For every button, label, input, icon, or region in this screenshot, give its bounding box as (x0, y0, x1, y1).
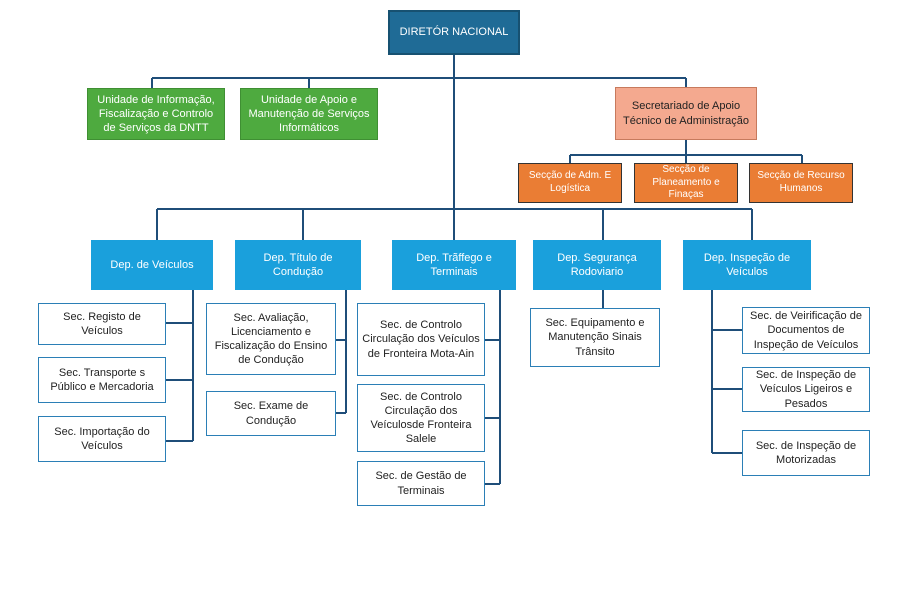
section-adm-label: Secção de Adm. E Logística (528, 170, 612, 194)
dept-inspecao-box: Dep. Inspeção de Veículos (683, 240, 811, 290)
section-adm-box: Secção de Adm. E Logística (518, 163, 622, 203)
dept-trafego-label: Dep. Trãffego e Terminais (416, 251, 492, 278)
section-label: Sec. de Veirificação de Documentos de In… (750, 310, 862, 351)
dept-inspecao-label: Dep. Inspeção de Veículos (703, 251, 791, 278)
director-box: DIRETÓR NACIONAL (388, 10, 520, 55)
secretariat-box: Secretariado de Apoio Técnico de Adminis… (615, 87, 757, 140)
section-rh-box: Secção de Recurso Humanos (749, 163, 853, 203)
section-box: Sec. de Inspeção de Motorizadas (742, 430, 870, 476)
section-label: Sec. Registo de Veículos (63, 310, 141, 337)
section-label: Sec. Exame de Condução (233, 400, 309, 427)
secretariat-label: Secretariado de Apoio Técnico de Adminis… (623, 100, 749, 127)
section-label: Sec. Importação do Veículos (54, 425, 150, 452)
section-box: Sec. de Gestão de Terminais (357, 461, 485, 506)
section-box: Sec. Avaliação, Licenciamento e Fiscaliz… (206, 303, 336, 375)
section-label: Sec. de Controlo Circulação dos Veículos… (362, 319, 480, 360)
unit-apoio-label: Unidade de Apoio e Manutenção de Serviço… (248, 93, 370, 135)
dept-veiculos-box: Dep. de Veículos (91, 240, 213, 290)
section-plan-label: Secção de Planeamento e Finaças (652, 163, 720, 201)
section-label: Sec. Equipamento e Manutenção Sinais Trâ… (545, 317, 645, 358)
section-label: Sec. de Inspeção de Veículos Ligeiros e … (755, 369, 857, 410)
section-box: Sec. Importação do Veículos (38, 416, 166, 462)
unit-apoio-box: Unidade de Apoio e Manutenção de Serviço… (240, 88, 378, 140)
dept-seguranca-label: Dep. Segurança Rodoviario (557, 251, 637, 278)
section-box: Sec. de Veirificação de Documentos de In… (742, 307, 870, 354)
dept-titulo-box: Dep. Título de Condução (235, 240, 361, 290)
section-label: Sec. Avaliação, Licenciamento e Fiscaliz… (214, 311, 328, 367)
director-label: DIRETÓR NACIONAL (399, 26, 509, 39)
dept-trafego-box: Dep. Trãffego e Terminais (392, 240, 516, 290)
section-box: Sec. Registo de Veículos (38, 303, 166, 345)
section-label: Sec. de Gestão de Terminais (375, 470, 467, 497)
dept-seguranca-box: Dep. Segurança Rodoviario (533, 240, 661, 290)
section-label: Sec. de Inspeção de Motorizadas (755, 439, 857, 466)
dept-veiculos-label: Dep. de Veículos (110, 258, 194, 271)
section-box: Sec. Equipamento e Manutenção Sinais Trâ… (530, 308, 660, 367)
unit-info-label: Unidade de Informação, Fiscalização e Co… (97, 93, 215, 135)
section-label: Sec. de Controlo Circulação dos Veículos… (370, 390, 472, 446)
section-box: Sec. Exame de Condução (206, 391, 336, 436)
section-box: Sec. de Inspeção de Veículos Ligeiros e … (742, 367, 870, 412)
section-box: Sec. de Controlo Circulação dos Veículos… (357, 384, 485, 452)
section-plan-box: Secção de Planeamento e Finaças (634, 163, 738, 203)
section-box: Sec. Transporte s Público e Mercadoria (38, 357, 166, 403)
section-label: Sec. Transporte s Público e Mercadoria (50, 366, 154, 393)
section-rh-label: Secção de Recurso Humanos (757, 170, 845, 194)
section-box: Sec. de Controlo Circulação dos Veículos… (357, 303, 485, 376)
unit-info-box: Unidade de Informação, Fiscalização e Co… (87, 88, 225, 140)
dept-titulo-label: Dep. Título de Condução (263, 251, 333, 278)
